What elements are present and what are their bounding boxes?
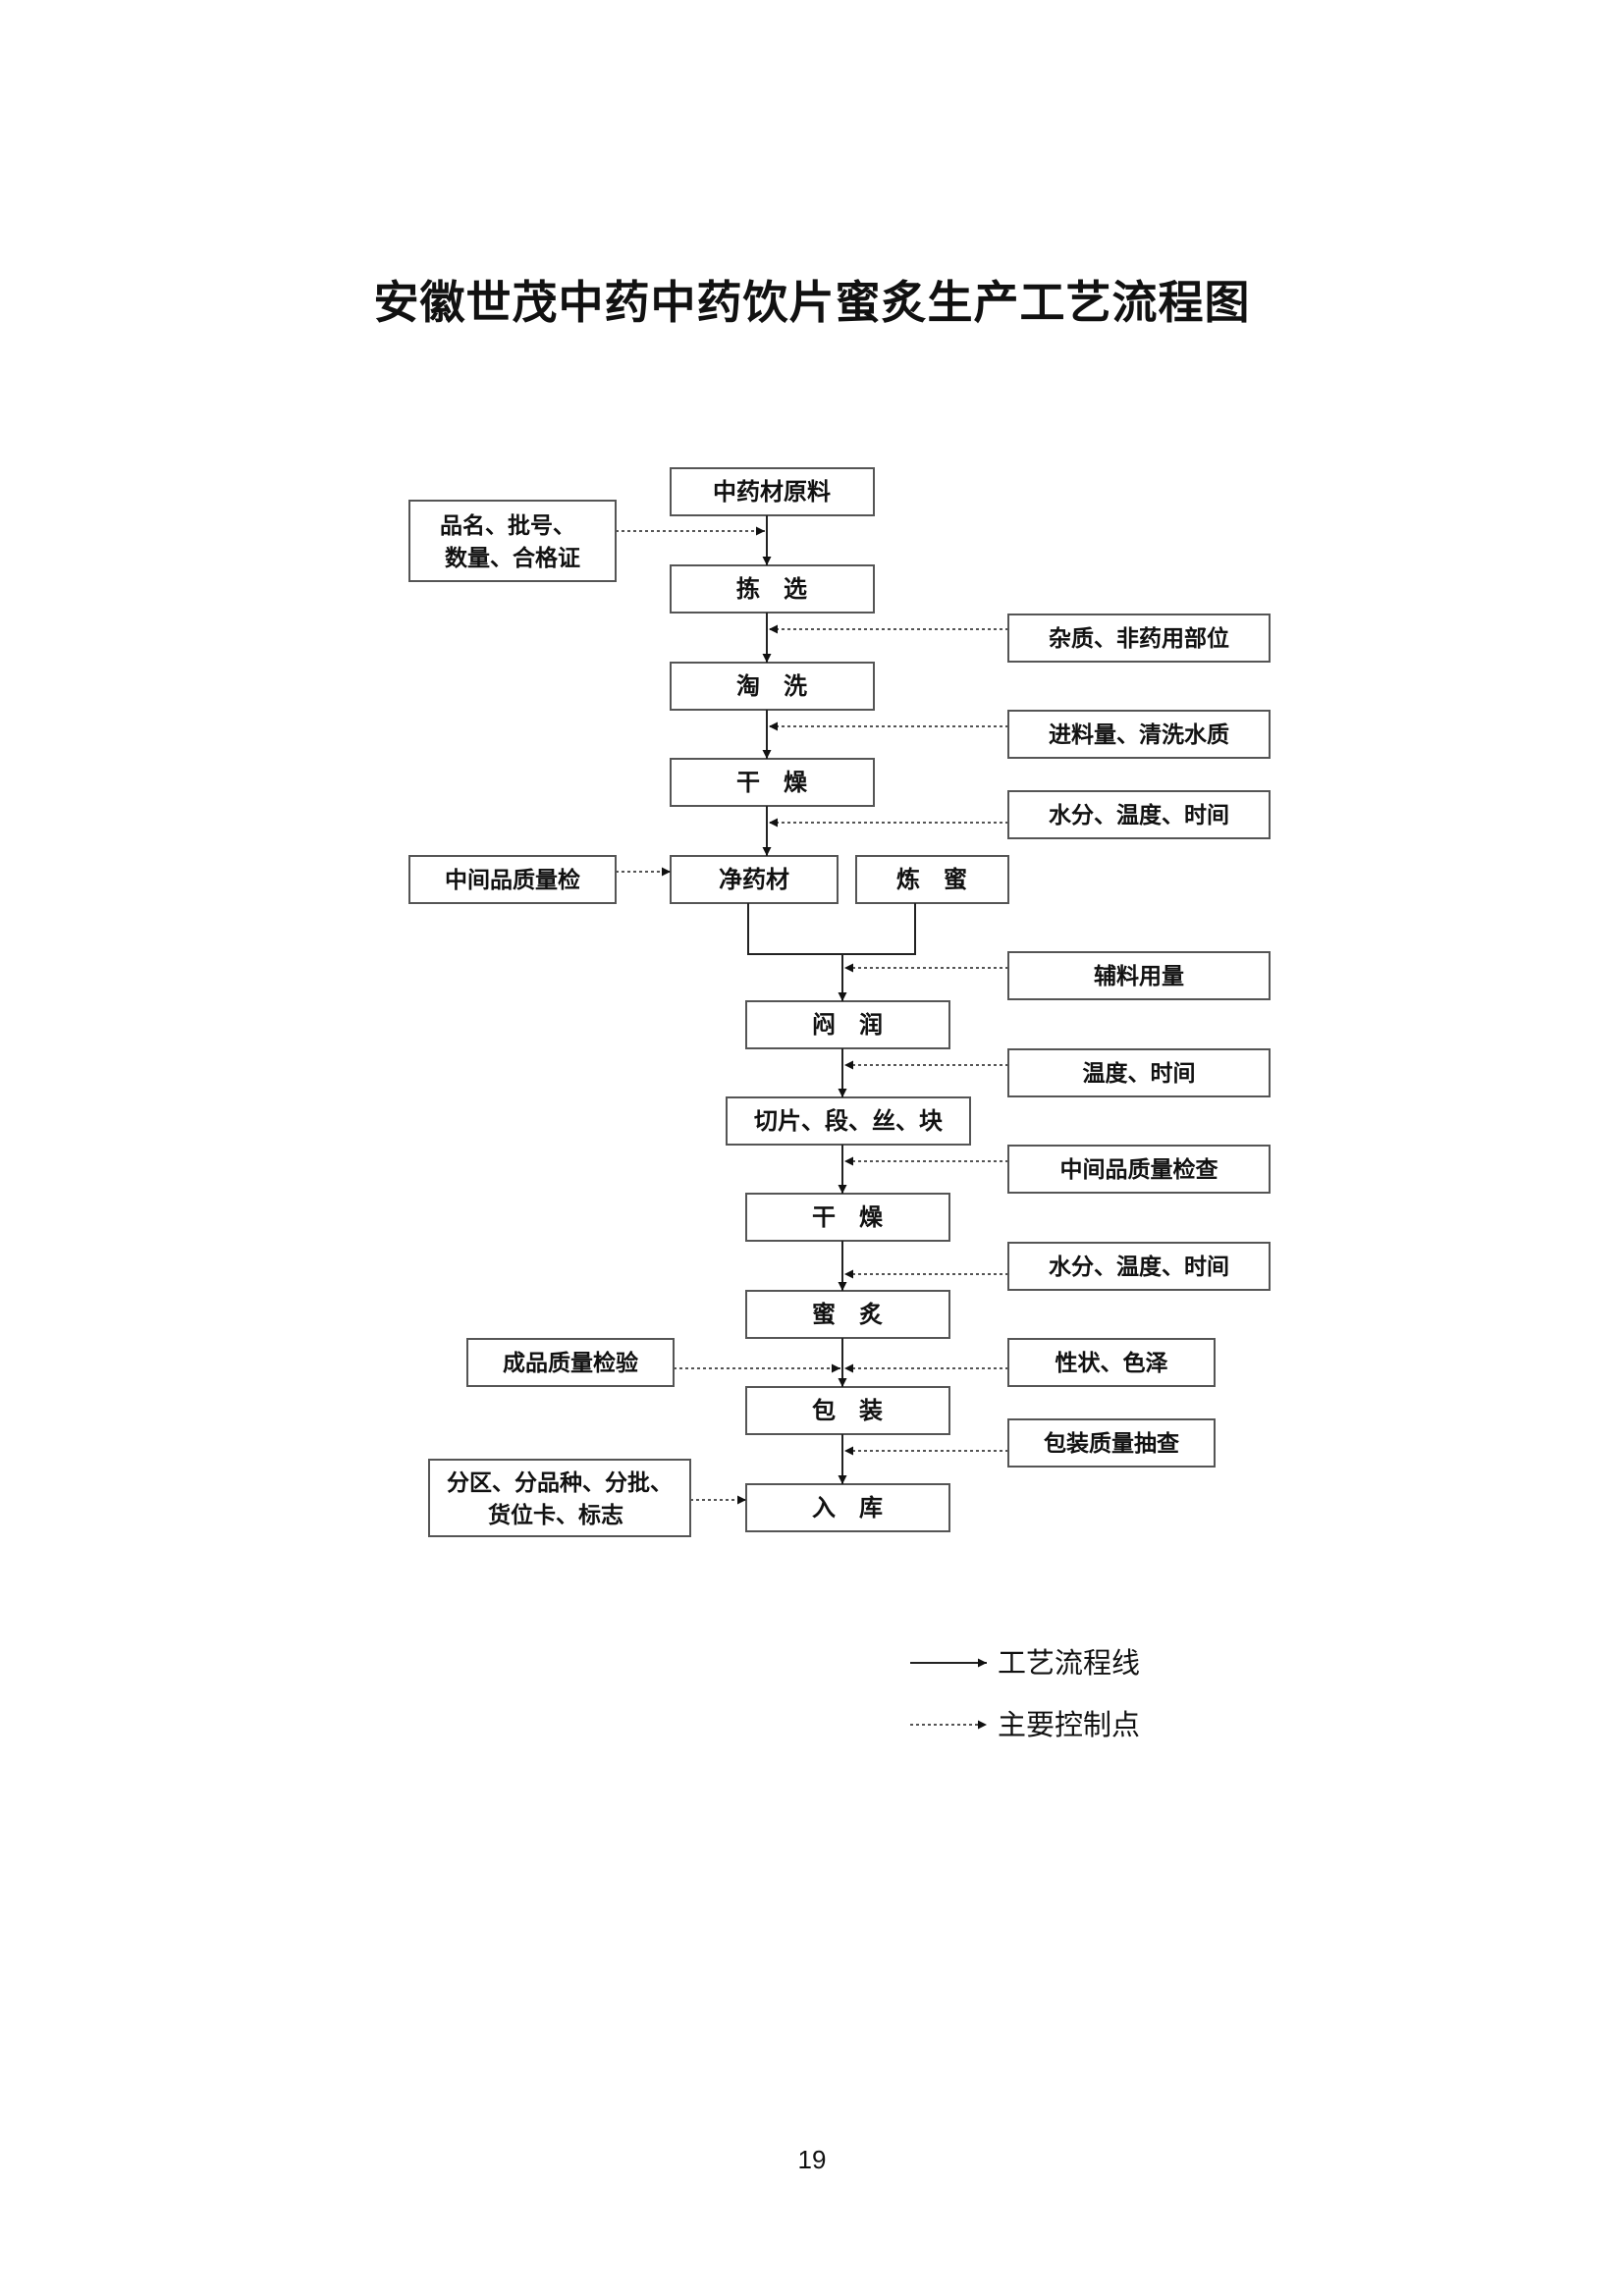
box-drying-2-label: 干 燥: [812, 1202, 884, 1231]
ctrl-pack-check-label: 包装质量抽查: [1044, 1430, 1179, 1457]
box-drying-1-label: 干 燥: [736, 768, 808, 796]
box-drying-1: 干 燥: [670, 758, 875, 807]
ctrl-product-check-label: 成品质量检验: [503, 1350, 638, 1376]
ctrl-zoning: 分区、分品种、分批、 货位卡、标志: [428, 1459, 691, 1537]
ctrl-zoning-line2: 货位卡、标志: [488, 1502, 623, 1528]
box-raw-material: 中药材原料: [670, 467, 875, 516]
ctrl-appearance: 性状、色泽: [1007, 1338, 1216, 1387]
ctrl-impurities: 杂质、非药用部位: [1007, 614, 1271, 663]
ctrl-name-batch-line1: 品名、批号、: [440, 512, 575, 539]
box-sorting-label: 拣 选: [736, 574, 807, 603]
box-packaging-label: 包 装: [812, 1396, 883, 1424]
ctrl-intermediate-check-2: 中间品质量检查: [1007, 1145, 1271, 1194]
box-cutting-label: 切片、段、丝、块: [754, 1106, 943, 1135]
ctrl-auxiliary: 辅料用量: [1007, 951, 1271, 1000]
box-packaging: 包 装: [745, 1386, 950, 1435]
ctrl-intermediate-check-label: 中间品质量检: [445, 867, 580, 893]
box-honey-roasting-label: 蜜 炙: [812, 1300, 883, 1328]
ctrl-temp-time: 温度、时间: [1007, 1048, 1271, 1097]
ctrl-pack-check: 包装质量抽查: [1007, 1418, 1216, 1468]
box-honey-roasting: 蜜 炙: [745, 1290, 950, 1339]
ctrl-moisture-1: 水分、温度、时间: [1007, 790, 1271, 839]
box-storage-label: 入 库: [812, 1493, 883, 1522]
ctrl-appearance-label: 性状、色泽: [1056, 1350, 1168, 1376]
box-refined-honey-label: 炼 蜜: [896, 865, 967, 893]
box-clean-herb: 净药材: [670, 855, 839, 904]
flow-merge-line: [747, 903, 916, 955]
ctrl-feed-water: 进料量、清洗水质: [1007, 710, 1271, 759]
legend-process-line-label: 工艺流程线: [998, 1646, 1140, 1680]
ctrl-name-batch: 品名、批号、 数量、合格证: [408, 500, 617, 582]
legend: 工艺流程线 主要控制点: [910, 1646, 1140, 1741]
ctrl-intermediate-check-2-label: 中间品质量检查: [1060, 1156, 1218, 1183]
ctrl-moisture-1-label: 水分、温度、时间: [1049, 802, 1229, 828]
ctrl-product-check: 成品质量检验: [466, 1338, 675, 1387]
box-raw-material-label: 中药材原料: [713, 477, 831, 506]
box-drying-2: 干 燥: [745, 1193, 950, 1242]
box-moistening: 闷 润: [745, 1000, 950, 1049]
ctrl-zoning-line1: 分区、分品种、分批、: [447, 1469, 673, 1496]
box-moistening-label: 闷 润: [812, 1010, 883, 1039]
ctrl-feed-water-label: 进料量、清洗水质: [1049, 721, 1229, 748]
ctrl-intermediate-check: 中间品质量检: [408, 855, 617, 904]
box-washing-label: 淘 洗: [736, 671, 807, 700]
box-refined-honey: 炼 蜜: [855, 855, 1009, 904]
legend-control-point-label: 主要控制点: [998, 1708, 1140, 1741]
page-title: 安徽世茂中药中药饮片蜜炙生产工艺流程图: [373, 276, 1251, 329]
box-clean-herb-label: 净药材: [719, 865, 789, 893]
ctrl-auxiliary-label: 辅料用量: [1094, 963, 1184, 989]
ctrl-impurities-label: 杂质、非药用部位: [1049, 625, 1229, 652]
ctrl-temp-time-label: 温度、时间: [1083, 1060, 1196, 1087]
ctrl-name-batch-line2: 数量、合格证: [445, 545, 580, 571]
ctrl-moisture-2-label: 水分、温度、时间: [1049, 1254, 1229, 1280]
box-washing: 淘 洗: [670, 662, 875, 711]
box-storage: 入 库: [745, 1483, 950, 1532]
box-cutting: 切片、段、丝、块: [726, 1096, 971, 1146]
box-sorting: 拣 选: [670, 564, 875, 614]
ctrl-moisture-2: 水分、温度、时间: [1007, 1242, 1271, 1291]
page-number: 19: [797, 2145, 827, 2174]
